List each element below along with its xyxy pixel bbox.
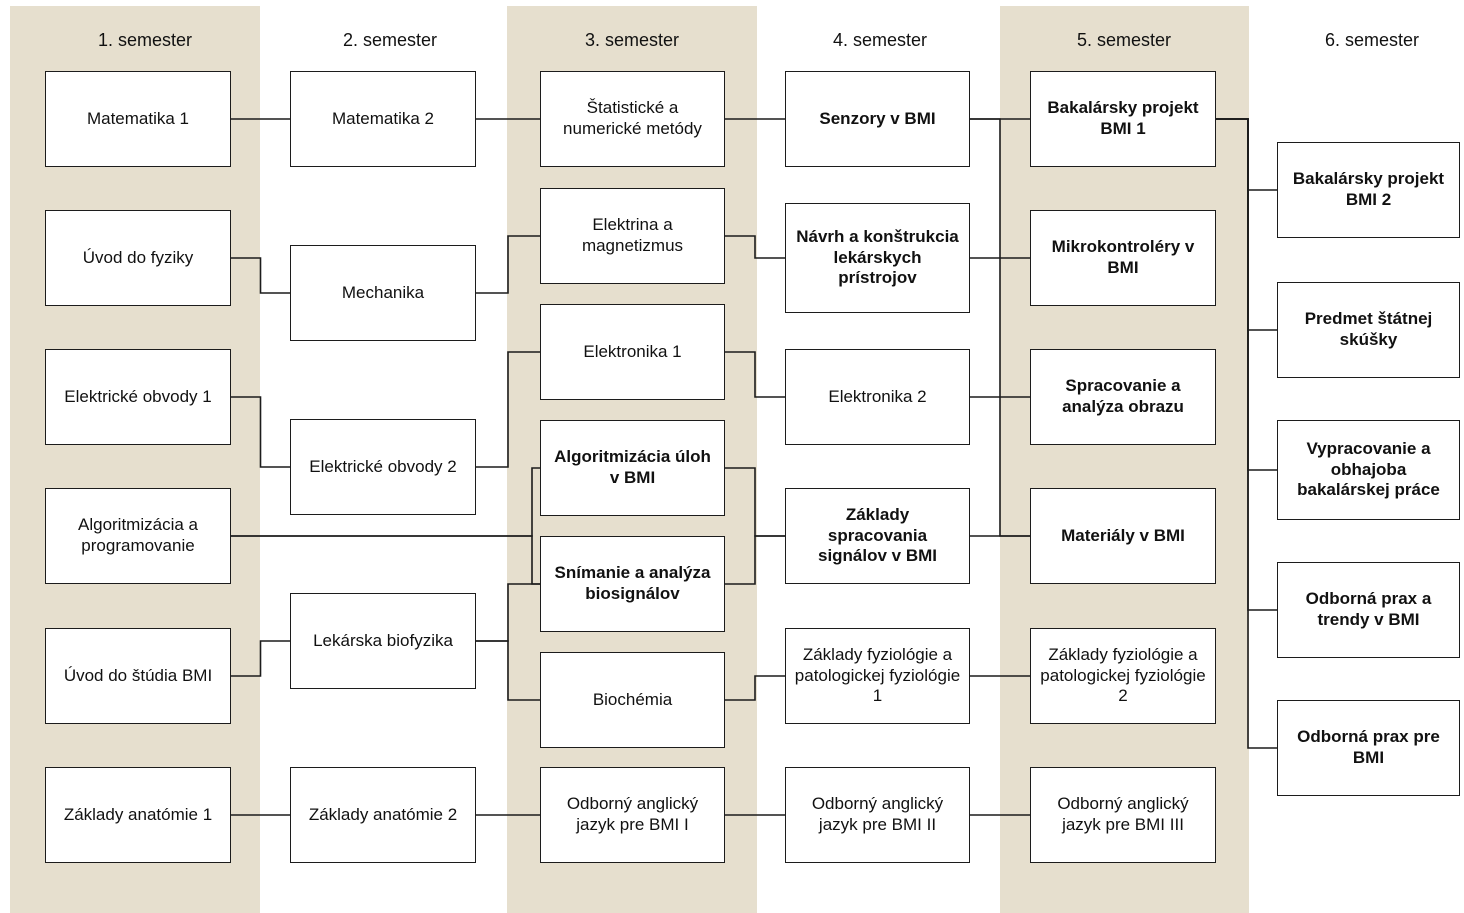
course-box-lbf: Lekárska biofyzika <box>290 593 476 689</box>
course-label-aj2: Odborný anglický jazyk pre BMI II <box>811 794 944 834</box>
course-box-bp1: Bakalársky projekt BMI 1 <box>1030 71 1216 167</box>
course-label-zf1: Základy fyziológie a patologickej fyziol… <box>794 644 961 706</box>
course-box-eo1: Elektrické obvody 1 <box>45 349 231 445</box>
course-label-mat: Materiály v BMI <box>1061 525 1185 545</box>
course-label-eo1: Elektrické obvody 1 <box>64 386 212 406</box>
course-box-bp2: Bakalársky projekt BMI 2 <box>1277 142 1460 238</box>
course-box-opt: Odborná prax a trendy v BMI <box>1277 562 1460 658</box>
course-label-mech: Mechanika <box>341 282 425 302</box>
course-label-za1: Základy anatómie 1 <box>63 804 213 824</box>
semester-header-5: 5. semester <box>1076 30 1172 50</box>
course-label-stat: Štatistické a numerické metódy <box>563 98 702 138</box>
course-box-snim: Snímanie a analýza biosignálov <box>540 536 725 632</box>
course-label-fyz: Úvod do fyziky <box>82 247 194 267</box>
course-box-opb: Odborná prax pre BMI <box>1277 700 1460 796</box>
course-label-bp2: Bakalársky projekt BMI 2 <box>1292 169 1445 209</box>
course-box-ap: Algoritmizácia a programovanie <box>45 488 231 584</box>
course-box-aj3: Odborný anglický jazyk pre BMI III <box>1030 767 1216 863</box>
edge-snim-zss <box>725 535 785 585</box>
edge-e1-e2 <box>725 351 785 398</box>
course-box-spo: Spracovanie a analýza obrazu <box>1030 349 1216 445</box>
course-label-e2: Elektronika 2 <box>828 386 927 406</box>
semester-header-2: 2. semester <box>342 30 438 50</box>
course-label-senz: Senzory v BMI <box>819 108 936 128</box>
course-box-za2: Základy anatómie 2 <box>290 767 476 863</box>
course-box-eo2: Elektrické obvody 2 <box>290 419 476 515</box>
course-label-opb: Odborná prax pre BMI <box>1297 727 1440 767</box>
course-label-bioch: Biochémia <box>592 689 673 709</box>
course-label-opt: Odborná prax a trendy v BMI <box>1305 589 1432 629</box>
course-box-mat: Materiály v BMI <box>1030 488 1216 584</box>
course-box-bioch: Biochémia <box>540 652 725 748</box>
course-label-elmag: Elektrina a magnetizmus <box>581 215 684 255</box>
semester-header-4: 4. semester <box>832 30 928 50</box>
course-label-e1: Elektronika 1 <box>583 341 682 361</box>
course-box-elmag: Elektrina a magnetizmus <box>540 188 725 284</box>
course-box-fyz: Úvod do fyziky <box>45 210 231 306</box>
course-label-ap: Algoritmizácia a programovanie <box>78 515 198 555</box>
course-box-aubmi: Algoritmizácia úloh v BMI <box>540 420 725 516</box>
course-label-m1: Matematika 1 <box>86 108 190 128</box>
course-label-zss: Základy spracovania signálov v BMI <box>817 504 938 566</box>
course-box-mech: Mechanika <box>290 245 476 341</box>
course-label-mk: Mikrokontroléry v BMI <box>1051 237 1195 277</box>
course-label-aj3: Odborný anglický jazyk pre BMI III <box>1057 794 1189 834</box>
course-box-navrh: Návrh a konštrukcia lekárskych prístrojo… <box>785 203 970 313</box>
course-box-stat: Štatistické a numerické metódy <box>540 71 725 167</box>
course-box-aj2: Odborný anglický jazyk pre BMI II <box>785 767 970 863</box>
edge-eo1-eo2 <box>231 396 290 468</box>
edge-aubmi-zss <box>725 467 785 537</box>
edge-bp1-pss <box>1216 118 1277 331</box>
course-box-aj1: Odborný anglický jazyk pre BMI I <box>540 767 725 863</box>
course-label-za2: Základy anatómie 2 <box>308 804 458 824</box>
edge-bp1-vob <box>1216 118 1277 471</box>
course-box-za1: Základy anatómie 1 <box>45 767 231 863</box>
edge-lbf-bioch <box>476 640 540 701</box>
semester-header-1: 1. semester <box>97 30 193 50</box>
course-label-zf2: Základy fyziológie a patologickej fyziol… <box>1040 644 1206 706</box>
edge-lbf-snim <box>476 583 540 642</box>
edge-bioch-zf1 <box>725 675 785 701</box>
course-box-m1: Matematika 1 <box>45 71 231 167</box>
edge-bp1-bp2 <box>1216 118 1277 191</box>
course-box-zss: Základy spracovania signálov v BMI <box>785 488 970 584</box>
course-box-zf1: Základy fyziológie a patologickej fyziol… <box>785 628 970 724</box>
course-label-bp1: Bakalársky projekt BMI 1 <box>1047 98 1199 138</box>
edge-fyz-mech <box>231 257 290 294</box>
course-box-zf2: Základy fyziológie a patologickej fyziol… <box>1030 628 1216 724</box>
edge-ap-snim <box>231 535 540 585</box>
course-box-mk: Mikrokontroléry v BMI <box>1030 210 1216 306</box>
course-label-lbf: Lekárska biofyzika <box>313 630 453 650</box>
course-box-m2: Matematika 2 <box>290 71 476 167</box>
course-label-spo: Spracovanie a analýza obrazu <box>1062 376 1184 416</box>
edge-eo2-e1 <box>476 351 540 468</box>
course-label-snim: Snímanie a analýza biosignálov <box>554 563 711 603</box>
course-box-ubmi: Úvod do štúdia BMI <box>45 628 231 724</box>
course-box-e1: Elektronika 1 <box>540 304 725 400</box>
course-label-ubmi: Úvod do štúdia BMI <box>63 665 213 685</box>
course-label-vob: Vypracovanie a obhajoba bakalárskej prác… <box>1297 438 1440 500</box>
course-label-navrh: Návrh a konštrukcia lekárskych prístrojo… <box>796 226 959 288</box>
semester-header-6: 6. semester <box>1324 30 1420 50</box>
semester-header-3: 3. semester <box>584 30 680 50</box>
course-box-senz: Senzory v BMI <box>785 71 970 167</box>
course-label-aubmi: Algoritmizácia úloh v BMI <box>554 447 711 487</box>
edge-elmag-navrh <box>725 235 785 259</box>
course-label-m2: Matematika 2 <box>331 108 435 128</box>
course-label-eo2: Elektrické obvody 2 <box>309 456 457 476</box>
course-box-vob: Vypracovanie a obhajoba bakalárskej prác… <box>1277 420 1460 520</box>
edge-senz-mat <box>970 118 1030 537</box>
course-label-pss: Predmet štátnej skúšky <box>1304 309 1433 349</box>
course-label-aj1: Odborný anglický jazyk pre BMI I <box>566 794 699 834</box>
edge-ubmi-lbf <box>231 640 290 677</box>
course-box-e2: Elektronika 2 <box>785 349 970 445</box>
edge-bp1-opb <box>1216 118 1277 749</box>
edge-mech-elmag <box>476 235 540 294</box>
edge-bp1-opt <box>1216 118 1277 611</box>
course-box-pss: Predmet štátnej skúšky <box>1277 282 1460 378</box>
